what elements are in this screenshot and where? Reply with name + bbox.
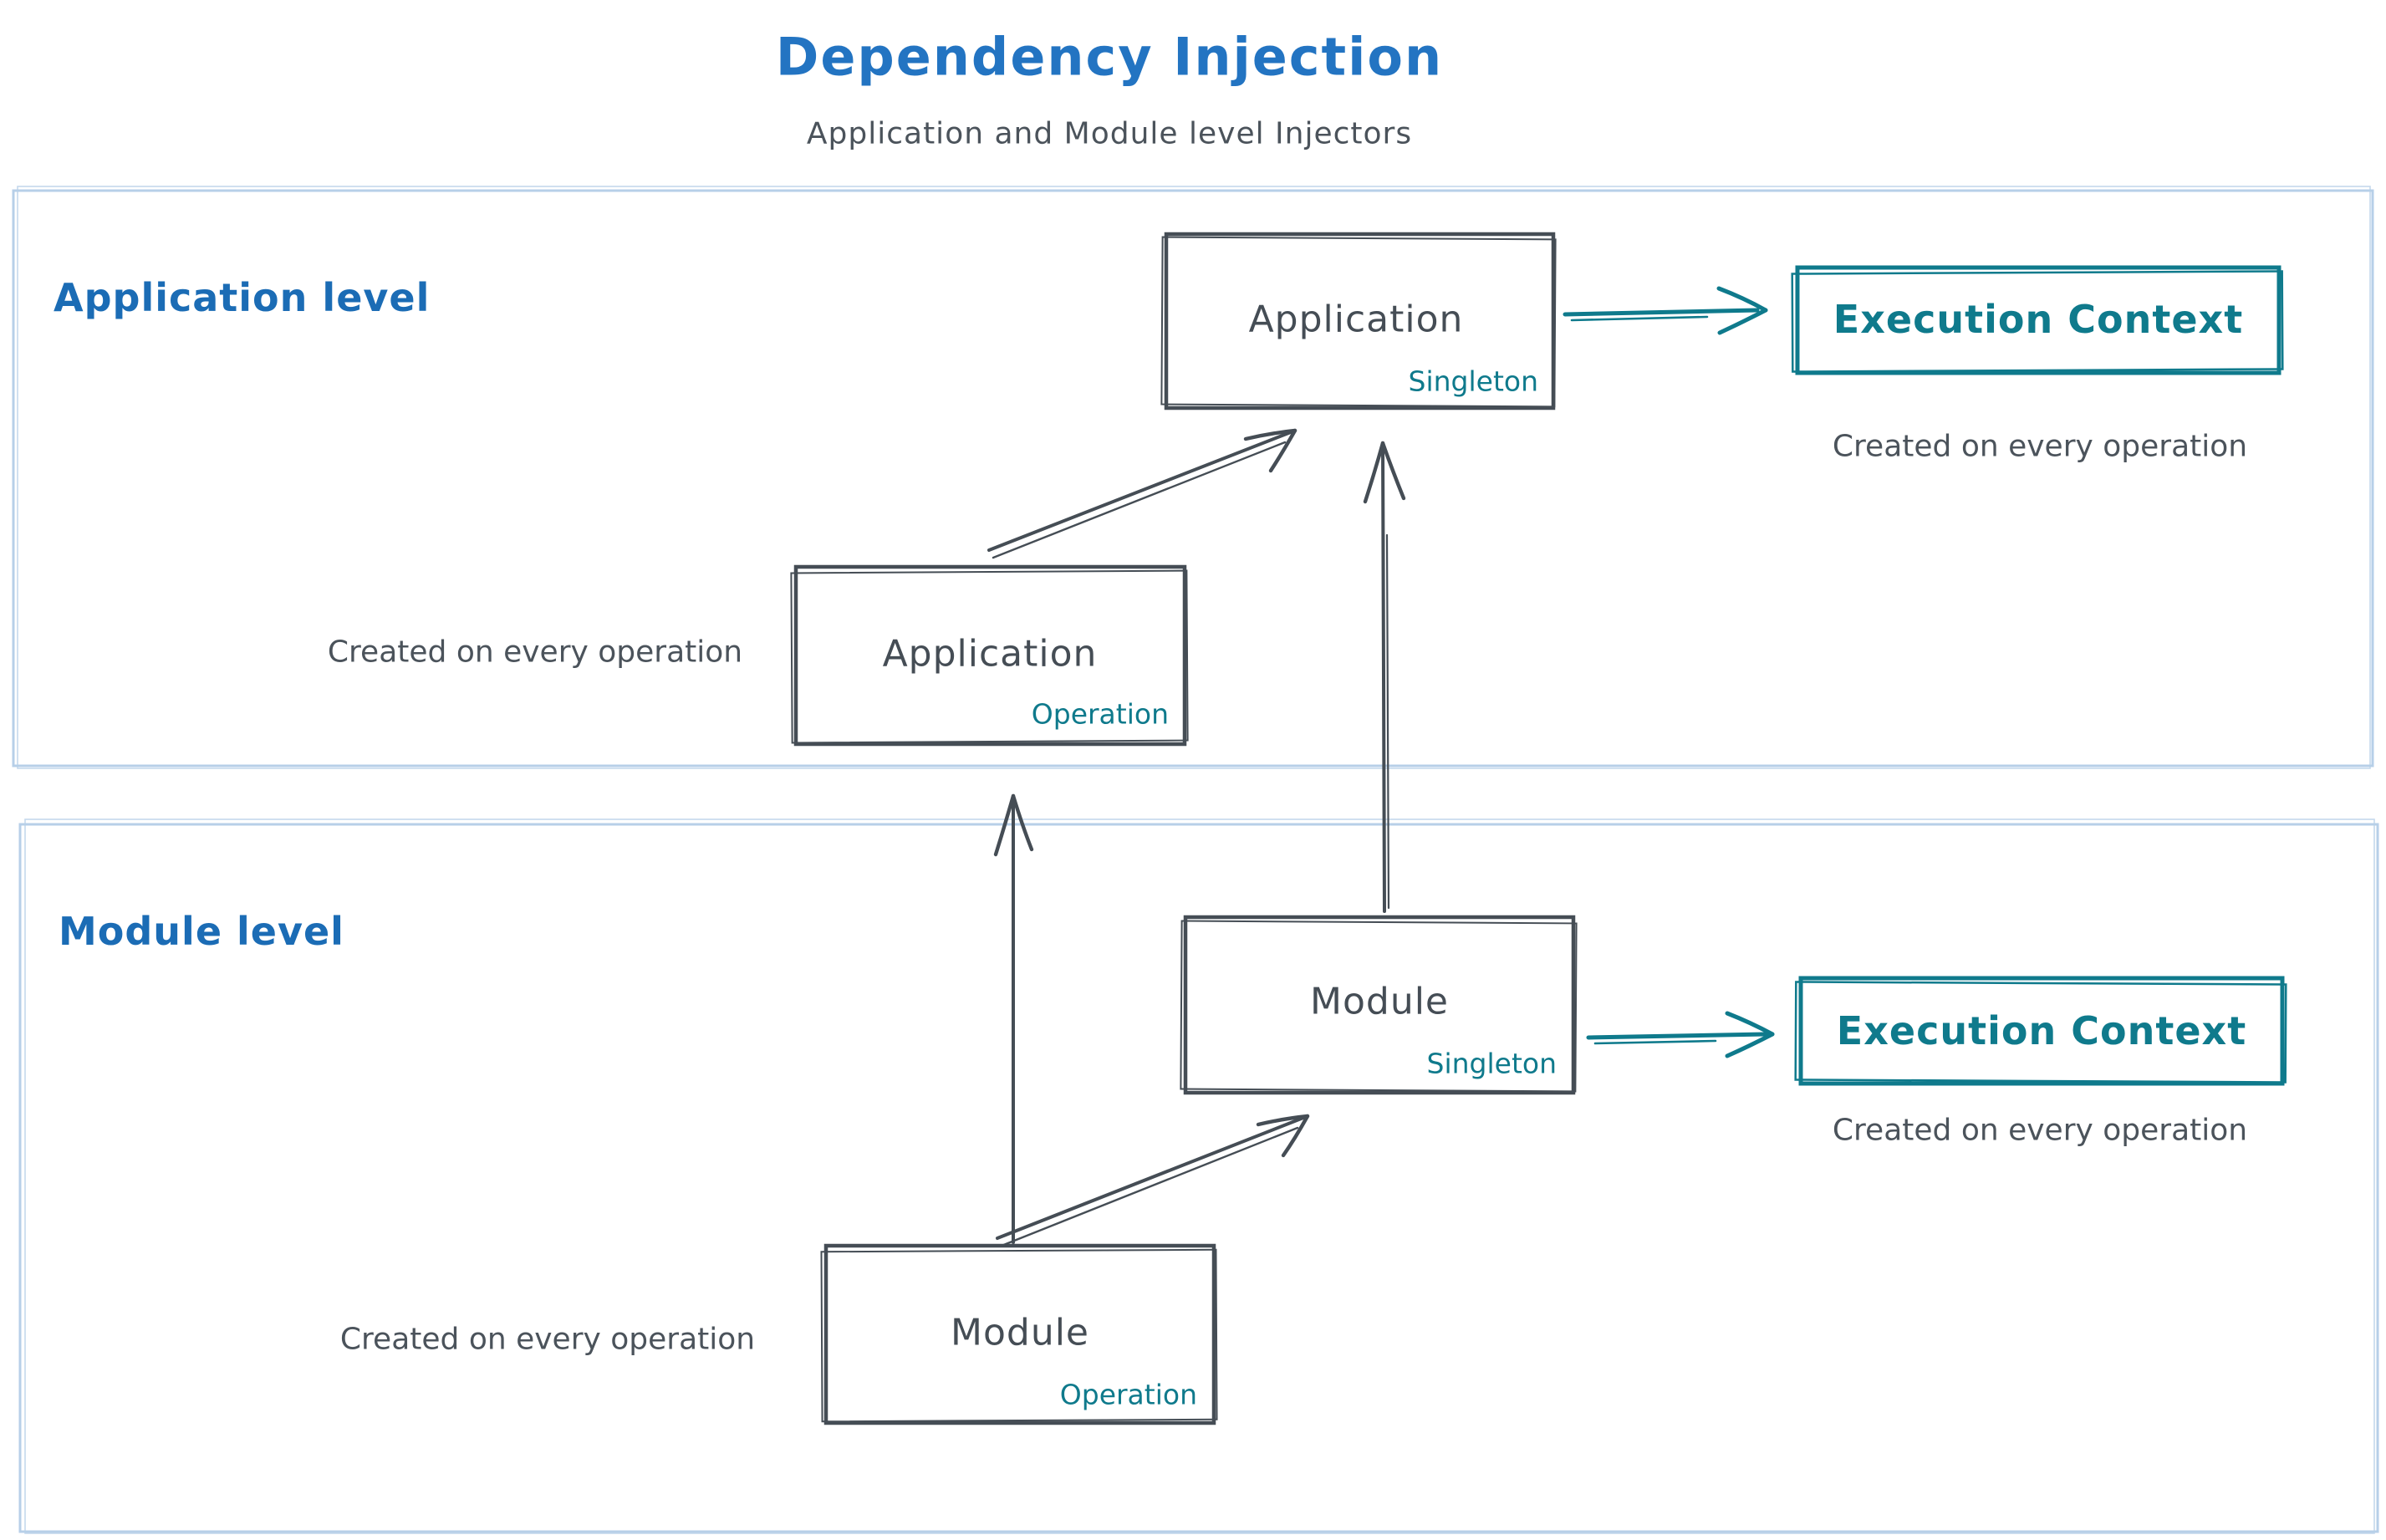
execution-context-module-box <box>1794 976 2287 1086</box>
application-level-panel <box>12 186 2374 769</box>
execution-context-application-title: Execution Context <box>1833 297 2244 342</box>
module-singleton-title: Module <box>1310 980 1449 1023</box>
arrow-module-singleton-to-execution-context <box>1586 1011 1775 1058</box>
application-operation-title: Application <box>882 632 1098 676</box>
application-singleton-tag: Singleton <box>1408 365 1539 398</box>
execution-context-application-box <box>1791 265 2284 375</box>
application-operation-tag: Operation <box>1031 697 1169 731</box>
module-operation-box <box>820 1243 1218 1425</box>
note-module-operation: Created on every operation <box>339 1322 756 1357</box>
note-application-operation: Created on every operation <box>327 635 743 670</box>
diagram-title: Dependency Injection <box>775 26 1444 88</box>
module-singleton-box <box>1180 915 1578 1095</box>
application-singleton-box <box>1160 232 1557 410</box>
arrow-application-singleton-to-execution-context <box>1563 286 1768 335</box>
arrow-application-operation-to-singleton <box>987 428 1298 559</box>
application-singleton-title: Application <box>1248 298 1464 341</box>
module-singleton-tag: Singleton <box>1426 1047 1558 1080</box>
arrow-module-singleton-to-application-singleton <box>1363 441 1406 913</box>
application-level-label: Application level <box>54 275 431 320</box>
note-execution-context-application: Created on every operation <box>1832 429 2248 464</box>
module-level-panel <box>18 818 2379 1534</box>
module-level-label: Module level <box>59 909 344 954</box>
diagram-subtitle: Application and Module level Injectors <box>806 116 1413 151</box>
application-operation-box <box>790 564 1189 747</box>
arrow-module-operation-to-application-operation <box>993 793 1034 1244</box>
module-operation-tag: Operation <box>1059 1378 1197 1411</box>
note-execution-context-module: Created on every operation <box>1832 1113 2248 1148</box>
module-operation-title: Module <box>951 1311 1089 1354</box>
execution-context-module-title: Execution Context <box>1836 1008 2247 1053</box>
arrow-module-operation-to-singleton <box>996 1114 1310 1247</box>
